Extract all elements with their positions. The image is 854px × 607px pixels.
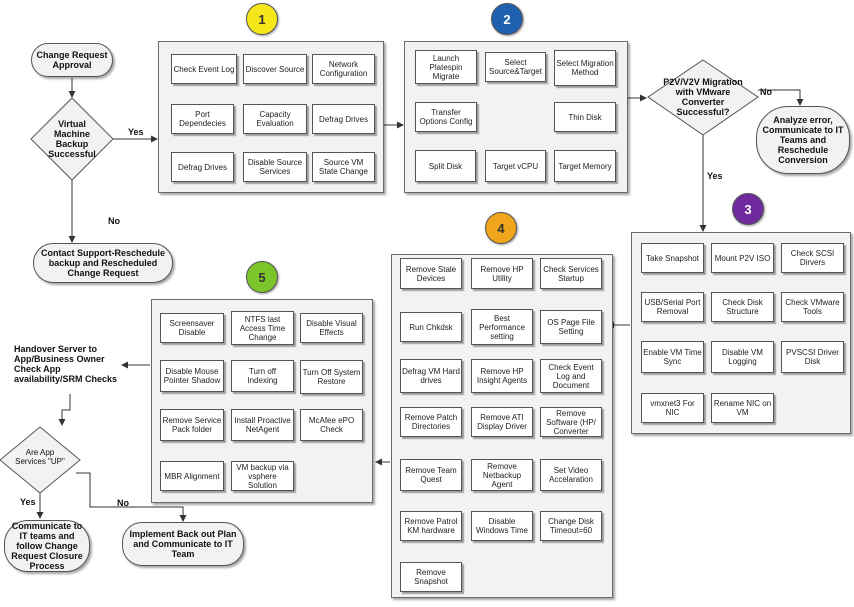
stage-4-step: Best Performance setting: [471, 309, 533, 345]
stage-2-step: Select Source&Target: [485, 52, 546, 82]
stage-3-step: Check Disk Structure: [711, 292, 774, 322]
stage-5-step: McAfee ePO Check: [300, 409, 363, 441]
stage-3-step: Check VMware Tools: [781, 292, 844, 322]
stage-1-step: Port Dependecies: [171, 104, 234, 134]
stage-5-step: Install Proactive NetAgent: [231, 409, 294, 441]
stage-4-step: Remove Patrol KM hardware: [400, 511, 462, 541]
edge-label-no-backup: No: [108, 216, 120, 226]
stage-4-step: Remove Software (HP/ Converter: [540, 407, 602, 437]
stage-4-step: Remove HP Insight Agents: [471, 359, 533, 393]
stage-1-panel: Check Event Log Discover Source Network …: [158, 41, 384, 193]
communicate-it-teams-terminal: Communicate to IT teams and follow Chang…: [4, 520, 90, 572]
stage-4-step: Run Chkdsk: [400, 312, 462, 342]
stage-4-step: Remove ATI Display Driver: [471, 407, 533, 437]
stage-5-step: VM backup via vsphere Solution: [231, 461, 294, 491]
contact-support-terminal: Contact Support-Reschedule backup and Re…: [33, 243, 173, 283]
decision-p2v-shape: [647, 59, 759, 136]
stage-3-step: Rename NIC on VM: [711, 393, 774, 423]
stage-2-panel: Launch Platespin Migrate Select Source&T…: [404, 41, 628, 193]
stage-4-panel: Remove Stale Devices Remove HP Utility C…: [391, 254, 613, 598]
edge-label-no-p2v: No: [760, 87, 772, 97]
stage-3-step: Take Snapshot: [641, 243, 704, 273]
stage-3-step: Enable VM Time Sync: [641, 341, 704, 373]
stage-3-step: Check SCSI Dirvers: [781, 243, 844, 273]
stage-4-step: OS Page File Setting: [540, 310, 602, 344]
stage-2-step: Thin Disk: [554, 102, 616, 132]
handover-text: Handover Server to App/Business Owner Ch…: [14, 344, 118, 384]
stage-1-step: Discover Source: [243, 54, 307, 84]
decision-vm-backup-shape: [30, 97, 114, 181]
stage-4-badge: 4: [485, 212, 517, 244]
decision-app-services-label: Are App Services "UP": [15, 448, 65, 466]
edge-label-yes-backup: Yes: [128, 127, 144, 137]
stage-2-step: Transfer Options Config: [415, 102, 477, 132]
stage-5-step: Remove Service Pack folder: [160, 409, 224, 441]
stage-1-step: Capacity Evaluation: [243, 104, 307, 134]
change-request-approval-terminal: Change Request Approval: [31, 43, 113, 77]
stage-2-step: Launch Platespin Migrate: [415, 50, 477, 84]
stage-5-step: Turn off Indexing: [231, 360, 294, 392]
stage-5-step: Turn Off System Restore: [300, 360, 363, 394]
stage-5-badge: 5: [246, 261, 278, 293]
stage-1-step: Disable Source Services: [243, 152, 307, 182]
stage-3-step: Mount P2V ISO: [711, 243, 774, 273]
stage-3-step: Disable VM Logging: [711, 341, 774, 373]
stage-4-step: Remove Patch Directories: [400, 407, 462, 437]
edge-label-yes-app: Yes: [20, 497, 36, 507]
stage-1-step: Network Configuration: [312, 54, 375, 84]
stage-4-step: Remove Team Quest: [400, 459, 462, 491]
edge-label-yes-p2v: Yes: [707, 171, 723, 181]
stage-4-step: Set Video Accelaration: [540, 459, 602, 491]
implement-back-out-terminal: Implement Back out Plan and Communicate …: [122, 522, 244, 566]
decision-p2v-label: P2V/V2V Migration with VMware Converter …: [663, 77, 743, 117]
stage-5-step: Disable Visual Effects: [300, 313, 363, 343]
stage-4-step: Remove HP Utility: [471, 258, 533, 289]
stage-3-step: USB/Serial Port Removal: [641, 292, 704, 322]
stage-4-step: Remove Netbackup Agent: [471, 459, 533, 491]
stage-4-step: Disable Windows Time: [471, 511, 533, 541]
stage-1-step: Defrag Drives: [171, 152, 234, 182]
stage-3-step: PVSCSI Driver Disk: [781, 341, 844, 373]
stage-1-step: Source VM State Change: [312, 152, 375, 182]
stage-4-step: Remove Snapshot: [400, 562, 462, 592]
stage-4-step: Defrag VM Hard drives: [400, 359, 462, 393]
stage-1-step: Check Event Log: [171, 54, 237, 84]
analyze-error-terminal: Analyze error, Communicate to IT Teams a…: [756, 106, 850, 174]
stage-2-step: Target vCPU: [485, 150, 546, 182]
decision-vm-backup-label: Virtual Machine Backup Successful: [48, 119, 96, 159]
stage-2-step: Target Memory: [554, 150, 616, 182]
decision-app-services-shape: [0, 426, 81, 494]
stage-5-step: Disable Mouse Pointer Shadow: [160, 360, 224, 392]
stage-3-badge: 3: [732, 193, 764, 225]
stage-4-step: Check Services Startup: [540, 258, 602, 289]
stage-4-step: Check Event Log and Document: [540, 359, 602, 393]
stage-4-step: Remove Stale Devices: [400, 258, 462, 289]
stage-1-step: Defrag Drives: [312, 104, 375, 134]
stage-5-panel: Screensaver Disable NTFS last Access Tim…: [151, 299, 373, 503]
stage-4-step: Change Disk Timeout=60: [540, 511, 602, 541]
stage-5-step: Screensaver Disable: [160, 313, 224, 343]
stage-2-badge: 2: [491, 3, 523, 35]
stage-3-panel: Take Snapshot Mount P2V ISO Check SCSI D…: [631, 232, 851, 434]
stage-2-step: Split Disk: [415, 150, 476, 182]
edge-label-no-app: No: [117, 498, 129, 508]
stage-5-step: NTFS last Access Time Change: [231, 311, 294, 345]
stage-1-badge: 1: [246, 3, 278, 35]
stage-3-step: vmxnet3 For NIC: [641, 393, 704, 423]
stage-5-step: MBR Alignment: [160, 461, 224, 491]
stage-2-step: Select Migration Method: [554, 50, 616, 86]
